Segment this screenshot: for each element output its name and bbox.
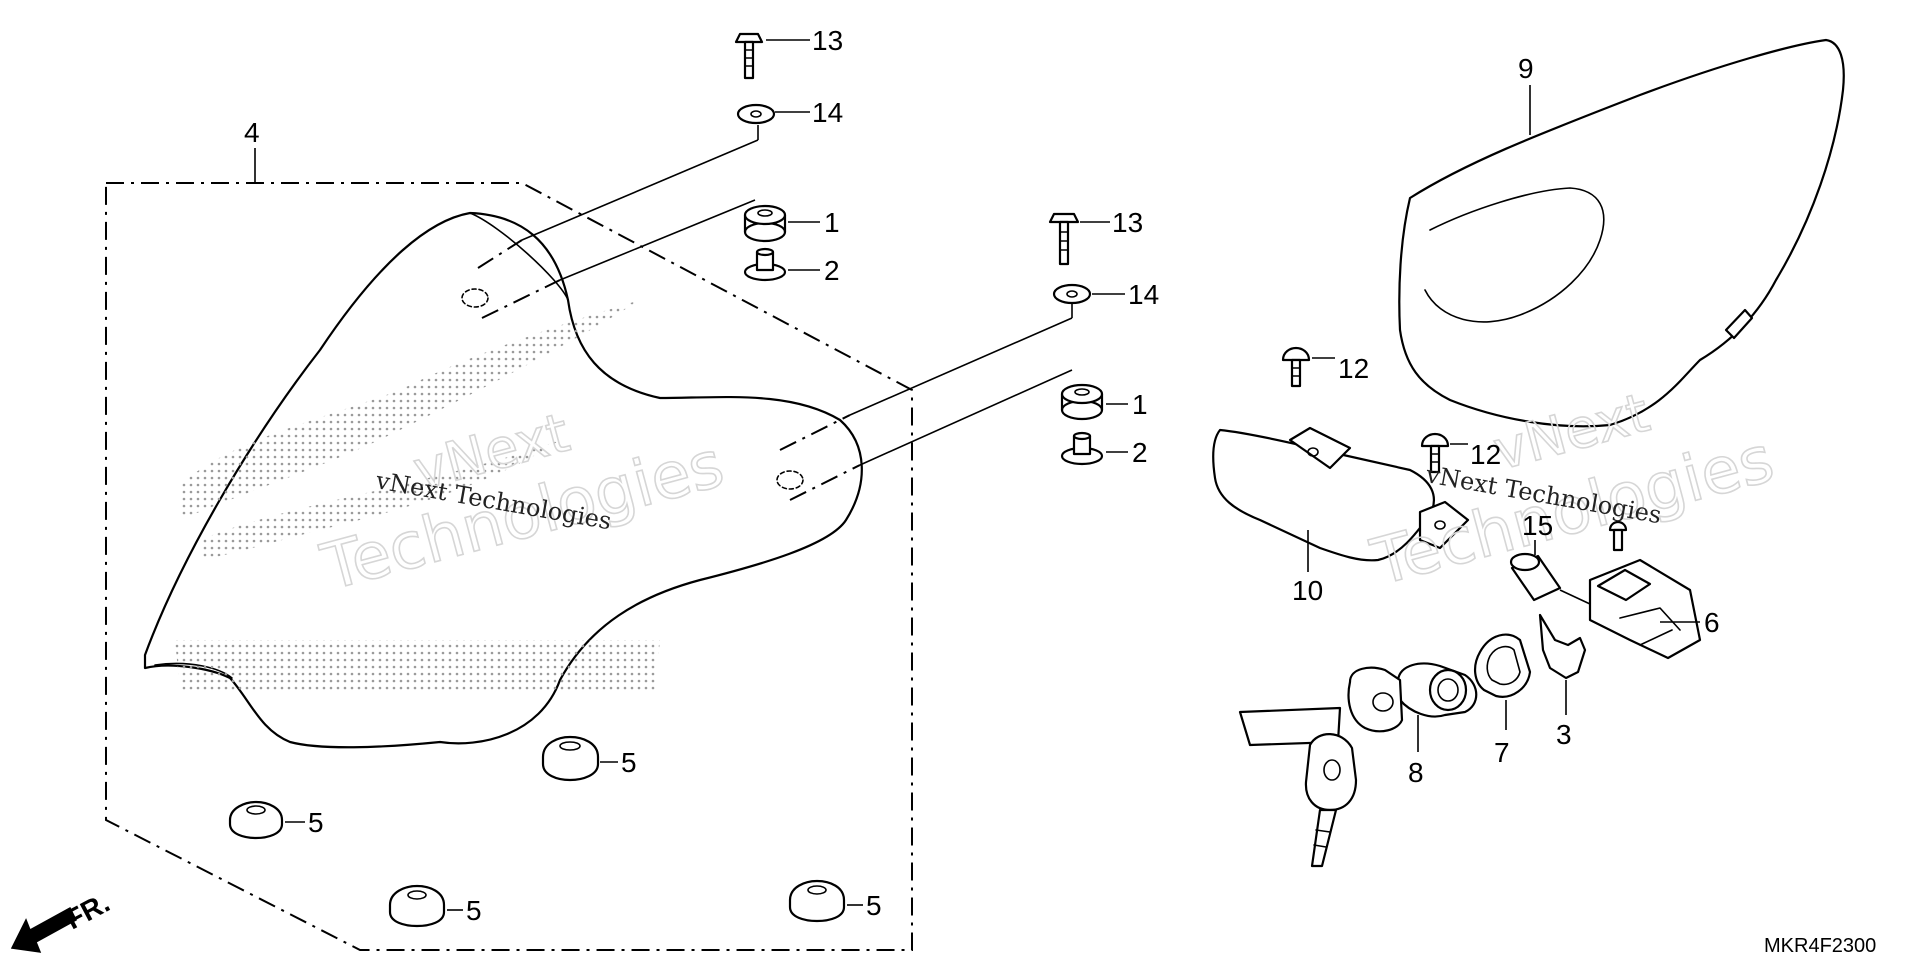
callout-1a: 1 bbox=[824, 207, 840, 238]
callout-10: 10 bbox=[1292, 575, 1323, 606]
callout-5c: 5 bbox=[466, 895, 482, 926]
callout-5d: 5 bbox=[866, 890, 882, 921]
callout-12b: 12 bbox=[1470, 439, 1501, 470]
pillion-seat bbox=[1398, 38, 1845, 428]
leader-lines-seat bbox=[521, 125, 1073, 466]
drawing-code: MKR4F2300 bbox=[1764, 935, 1876, 957]
collar-15 bbox=[1509, 540, 1591, 605]
callout-12a: 12 bbox=[1338, 353, 1369, 384]
gasket bbox=[1474, 633, 1532, 730]
cushion-5-d bbox=[788, 879, 863, 923]
bolt-12-a bbox=[1281, 346, 1335, 388]
bolt-13-b bbox=[1048, 212, 1110, 266]
front-label: FR. bbox=[60, 887, 114, 936]
grommet-1-b bbox=[1060, 383, 1128, 421]
grommet-1-a bbox=[743, 204, 820, 243]
bolt-12-b bbox=[1420, 432, 1468, 474]
callout-13b: 13 bbox=[1112, 207, 1143, 238]
callout-14a: 14 bbox=[812, 97, 843, 128]
ignition-key bbox=[1304, 733, 1358, 868]
seat-bracket bbox=[1212, 426, 1470, 572]
callout-5a: 5 bbox=[308, 807, 324, 838]
collar-2-b bbox=[1060, 431, 1128, 466]
callout-15: 15 bbox=[1522, 510, 1553, 541]
collar-2-a bbox=[743, 247, 820, 282]
bolt-13-a bbox=[734, 32, 810, 80]
callout-5b: 5 bbox=[621, 747, 637, 778]
front-arrow-icon bbox=[10, 906, 77, 953]
callout-6: 6 bbox=[1704, 607, 1720, 638]
washer-14-b bbox=[1052, 283, 1125, 305]
callout-3: 3 bbox=[1556, 719, 1572, 750]
callout-13a: 13 bbox=[812, 25, 843, 56]
callout-8: 8 bbox=[1408, 757, 1424, 788]
callouts: 13 14 1 2 4 13 14 1 2 9 12 12 15 10 6 3 … bbox=[244, 25, 1720, 926]
callout-2b: 2 bbox=[1132, 437, 1148, 468]
cushion-5-a bbox=[228, 800, 305, 840]
cushion-5-c bbox=[388, 884, 463, 928]
callout-14b: 14 bbox=[1128, 279, 1159, 310]
latch-spring bbox=[1538, 613, 1587, 715]
callout-9: 9 bbox=[1518, 53, 1534, 84]
seat-latch bbox=[1588, 520, 1702, 660]
washer-14-a bbox=[736, 103, 810, 125]
key-cylinder bbox=[1238, 662, 1478, 752]
callout-1b: 1 bbox=[1132, 389, 1148, 420]
callout-4: 4 bbox=[244, 117, 260, 148]
callout-2a: 2 bbox=[824, 255, 840, 286]
cushion-5-b bbox=[541, 735, 618, 782]
rider-seat bbox=[143, 211, 863, 749]
front-direction-marker: FR. bbox=[10, 887, 115, 953]
callout-7: 7 bbox=[1494, 737, 1510, 768]
group-outline-4 bbox=[105, 148, 913, 951]
